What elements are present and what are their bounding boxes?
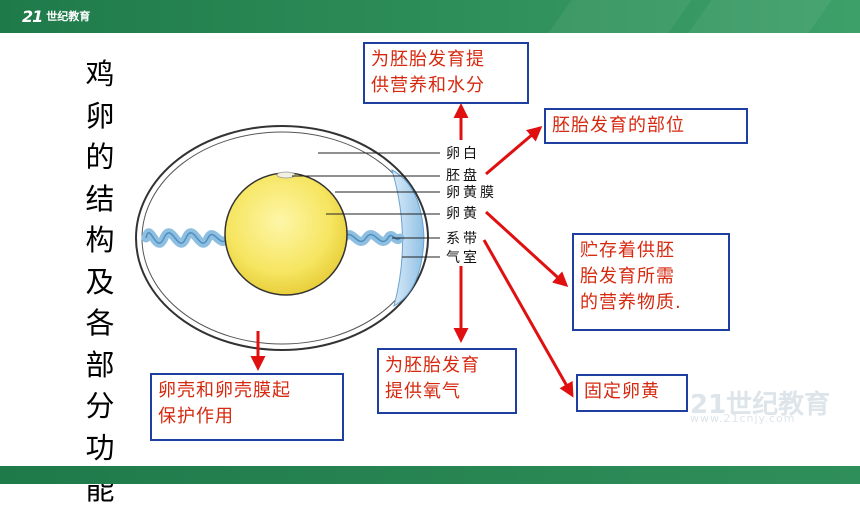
arrow-yolk [484, 210, 569, 288]
title-char: 分 [85, 389, 115, 423]
title-char: 结 [85, 181, 115, 216]
header-bar: 21 世纪教育 [0, 0, 860, 33]
logo-text: 世纪教育 [46, 10, 91, 23]
function-text: 的营养物质. [580, 292, 682, 313]
arrow-disc [485, 126, 543, 176]
logo-mark: 21 [22, 6, 43, 26]
title-char: 构 [85, 223, 115, 257]
title-char: 的 [85, 140, 115, 174]
function-text: 固定卵黄 [584, 381, 660, 402]
label-albumen: 卵白 [446, 146, 480, 162]
function-box-shell: 卵壳和卵壳膜起 保护作用 [150, 373, 344, 441]
footer-bar [0, 466, 860, 484]
title-char: 卵 [85, 98, 115, 133]
function-box-albumen: 为胚胎发育提 供营养和水分 [363, 42, 529, 104]
label-germinal-disc: 胚盘 [446, 168, 480, 184]
title-char: 及 [85, 264, 115, 299]
label-yolk-membrane: 卵黄膜 [446, 185, 497, 201]
function-text: 保护作用 [158, 406, 234, 427]
function-box-chalaza: 固定卵黄 [576, 374, 688, 412]
chalaza-left [141, 228, 233, 248]
function-text: 为胚胎发育提 [371, 49, 485, 70]
watermark: 21世纪教育 [690, 390, 831, 420]
function-box-air-cell: 为胚胎发育 提供氧气 [377, 348, 517, 414]
function-text: 提供氧气 [385, 381, 461, 402]
arrow-chalaza [482, 239, 574, 398]
function-text: 贮存着供胚 [580, 240, 675, 261]
function-box-yolk: 贮存着供胚 胎发育所需 的营养物质. [572, 233, 730, 331]
function-text: 胚胎发育的部位 [552, 115, 685, 136]
function-text: 胎发育所需 [580, 266, 675, 287]
function-text: 卵壳和卵壳膜起 [158, 380, 291, 401]
title-char: 功 [85, 430, 115, 465]
germinal-disc [276, 171, 296, 179]
yolk [224, 172, 348, 296]
title-char: 各 [85, 306, 115, 340]
title-char: 鸡 [85, 57, 115, 91]
label-air-cell: 气室 [446, 250, 480, 266]
logo[interactable]: 21 世纪教育 [22, 6, 90, 26]
egg-diagram [135, 103, 574, 398]
label-chalaza: 系带 [446, 231, 480, 247]
watermark-url: www.21cnjy.com [690, 412, 796, 425]
function-box-germinal-disc: 胚胎发育的部位 [544, 108, 748, 144]
function-text: 供营养和水分 [371, 75, 485, 96]
chalaza-right [339, 230, 405, 246]
function-text: 为胚胎发育 [385, 355, 480, 376]
label-yolk: 卵黄 [446, 206, 480, 222]
title-char: 部 [85, 347, 115, 382]
